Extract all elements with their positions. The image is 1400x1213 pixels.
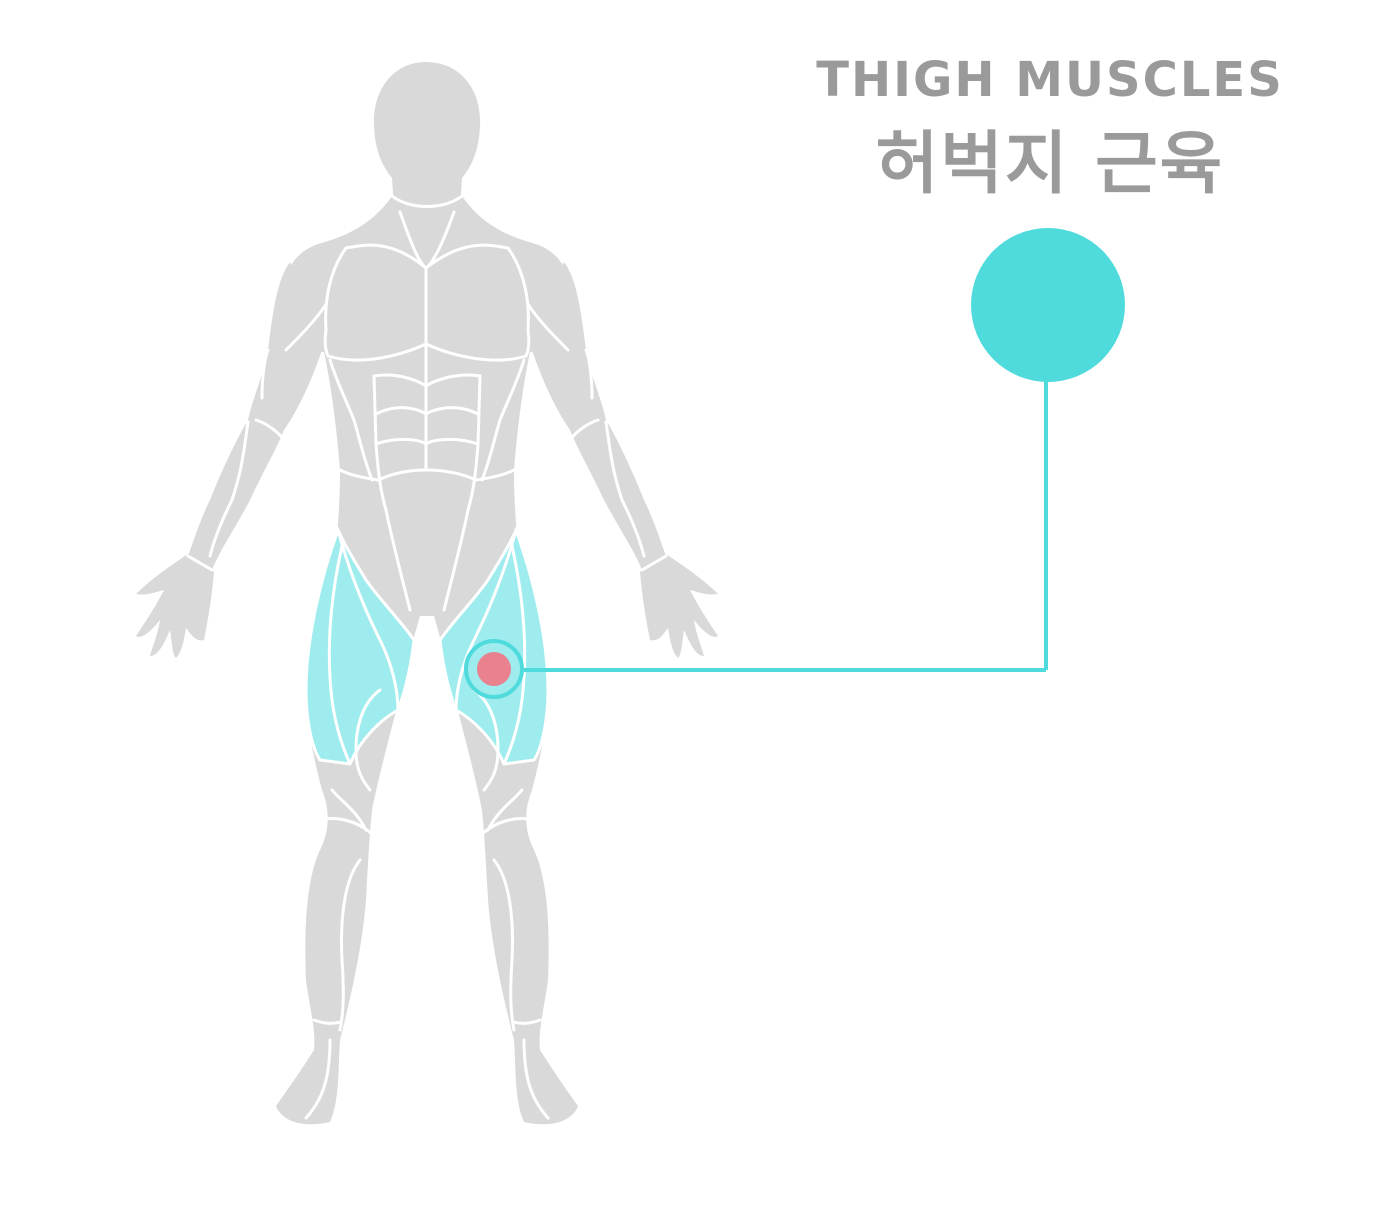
body-silhouette <box>136 62 718 1125</box>
callout <box>464 228 1125 699</box>
pink-dot-icon <box>477 652 511 686</box>
left-arm <box>188 262 322 570</box>
right-arm <box>532 262 666 570</box>
head <box>373 62 481 210</box>
muscle-outlines <box>186 194 668 1120</box>
teal-circle-icon <box>971 228 1125 382</box>
right-hand <box>640 554 718 658</box>
diagram-title-english: THIGH MUSCLES <box>816 52 1284 108</box>
left-hand <box>136 554 214 658</box>
torso-and-legs <box>276 196 578 1125</box>
marker-ring <box>464 639 524 699</box>
diagram-title-korean: 허벅지 근육 <box>875 125 1225 204</box>
